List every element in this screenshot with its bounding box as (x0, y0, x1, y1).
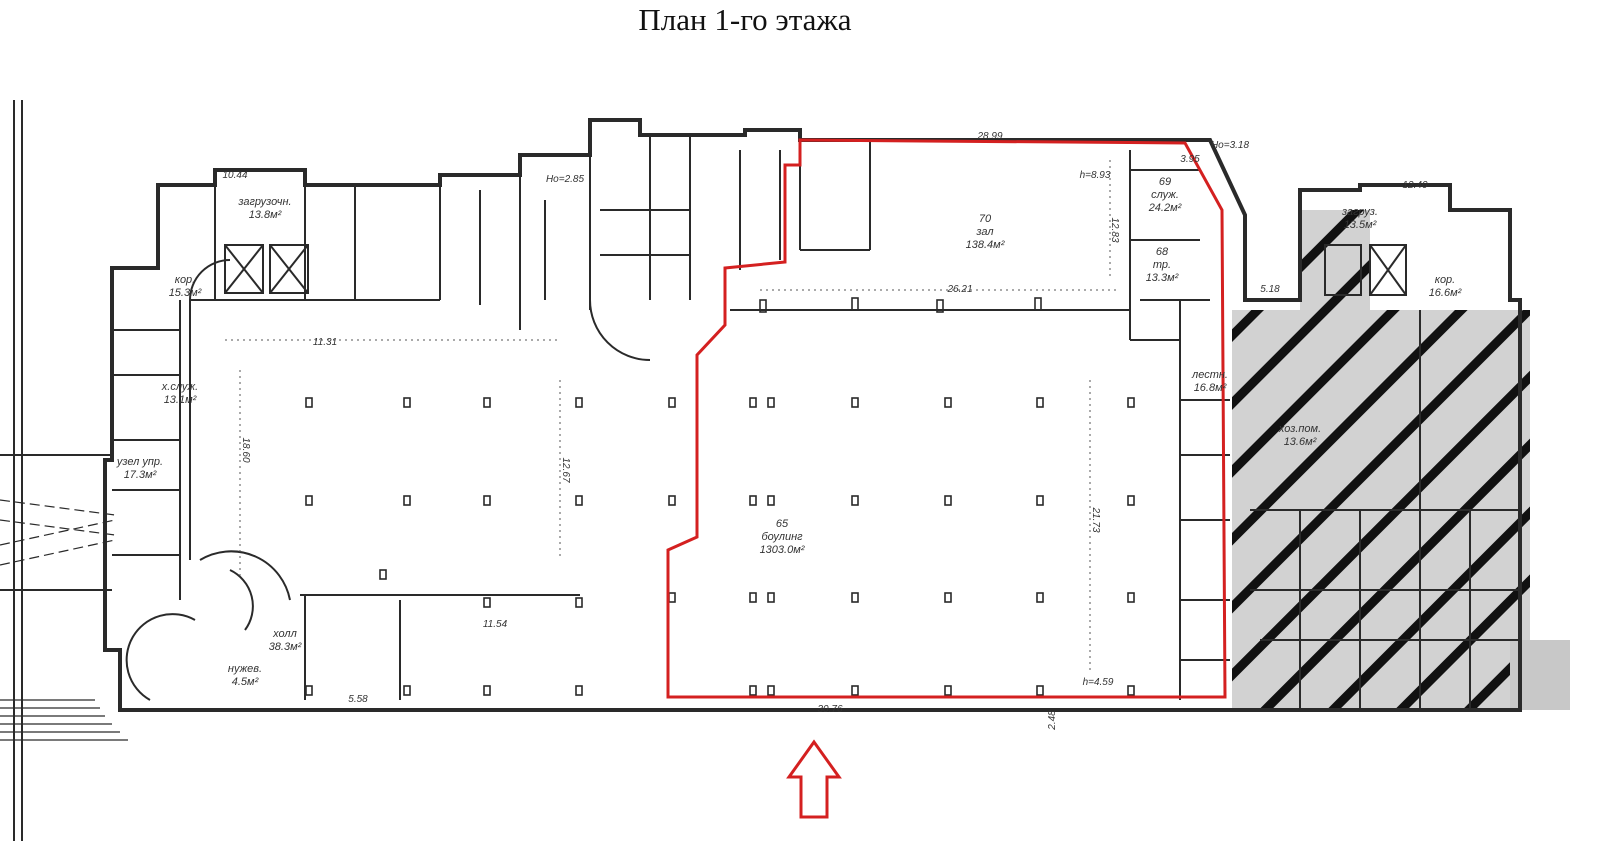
room-label-line: зал (975, 226, 993, 238)
room-label-line: тр. (1153, 259, 1171, 271)
room-label: загрузочн.13.8м² (237, 196, 291, 221)
entrance-stairs (0, 699, 128, 741)
room-label-line: загруз. (1341, 206, 1378, 218)
dimension-label: 11.54 (483, 619, 508, 630)
column-grid (305, 297, 1135, 696)
highlighted-area-outline (666, 138, 1227, 699)
dimension-label: 10.44 (222, 170, 247, 181)
room-label: кор.15.3м² (169, 274, 202, 299)
dimension-label: 12.67 (560, 457, 571, 482)
room-label-line: 13.6м² (1284, 436, 1317, 448)
dimension-labels: 28.99 30.76 21.73 12.83 11.31 18.60 12.6… (222, 131, 1427, 731)
dimension-label: 21.73 (1090, 506, 1101, 532)
dimension-label: 2.48 (1047, 710, 1058, 731)
room-label-line: 15.3м² (169, 287, 202, 299)
dimension-label: 12.40 (1402, 180, 1427, 191)
room-label-line: х.служ. (161, 381, 198, 393)
dimension-label: h=4.59 (1083, 677, 1114, 688)
room-label-line: 65 (776, 518, 789, 530)
page-title: План 1-го этажа (638, 2, 852, 37)
room-label-line: боулинг (761, 531, 803, 543)
dimension-label: 30.76 (817, 704, 842, 715)
entrance-arrow-icon (786, 739, 842, 819)
room-label-line: 13.5м² (1344, 219, 1377, 231)
lobby-curves (125, 259, 651, 701)
dimension-label: Hо=3.18 (1211, 140, 1250, 151)
dimension-label: 26.21 (946, 284, 972, 295)
room-label-line: 38.3м² (269, 641, 302, 653)
room-label-line: узел упр. (116, 456, 163, 468)
room-label-line: 17.3м² (124, 469, 157, 481)
room-label-line: кор. (1435, 274, 1456, 286)
dimension-label: 5.58 (348, 694, 368, 705)
room-label-line: служ. (1151, 189, 1179, 201)
room-label-line: 69 (1159, 176, 1171, 188)
room-label-line: 70 (979, 213, 992, 225)
dimension-label: 28.99 (976, 131, 1002, 142)
room-label-line: 1303.0м² (760, 544, 805, 556)
room-label: загруз.13.5м² (1341, 206, 1378, 231)
room-label-line: загрузочн. (237, 196, 291, 208)
room-label: х.служ.13.1м² (161, 381, 198, 406)
dimension-lines (225, 160, 1120, 670)
room-label: нужев.4.5м² (228, 663, 262, 688)
room-label-line: лестн. (1191, 369, 1228, 381)
room-label-line: 4.5м² (232, 676, 259, 688)
elevator-shafts (224, 244, 1407, 296)
room-label-line: 13.1м² (164, 394, 197, 406)
room-label-line: нужев. (228, 663, 262, 675)
dimension-label: h=8.93 (1080, 170, 1111, 181)
dimension-label: 11.31 (313, 337, 337, 348)
room-label-line: 68 (1156, 246, 1169, 258)
dimension-label: 3.95 (1180, 154, 1200, 165)
building-outline (103, 118, 1522, 712)
room-label: хоз.пом.13.6м² (1278, 423, 1321, 448)
room-label-line: холл (272, 628, 297, 640)
room-label: узел упр.17.3м² (116, 456, 163, 481)
room-label: лестн.16.8м² (1191, 369, 1228, 394)
room-label-line: кор. (175, 274, 196, 286)
left-edge-lines (0, 100, 116, 841)
dimension-label: 5.18 (1260, 284, 1280, 295)
room-label-line: 16.8м² (1194, 382, 1227, 394)
room-label: кор.16.6м² (1429, 274, 1462, 299)
room-label-line: 24.2м² (1148, 202, 1182, 214)
room-label-line: 16.6м² (1429, 287, 1462, 299)
dimension-label: 18.60 (240, 437, 251, 462)
room-label-line: хоз.пом. (1278, 423, 1321, 435)
dimension-label: 12.83 (1109, 217, 1120, 242)
hatched-excluded-block (1300, 210, 1370, 310)
room-label-line: 13.8м² (249, 209, 282, 221)
room-label-line: 138.4м² (966, 239, 1005, 251)
room-label-line: 13.3м² (1146, 272, 1179, 284)
dimension-label: Hо=2.85 (546, 174, 585, 185)
